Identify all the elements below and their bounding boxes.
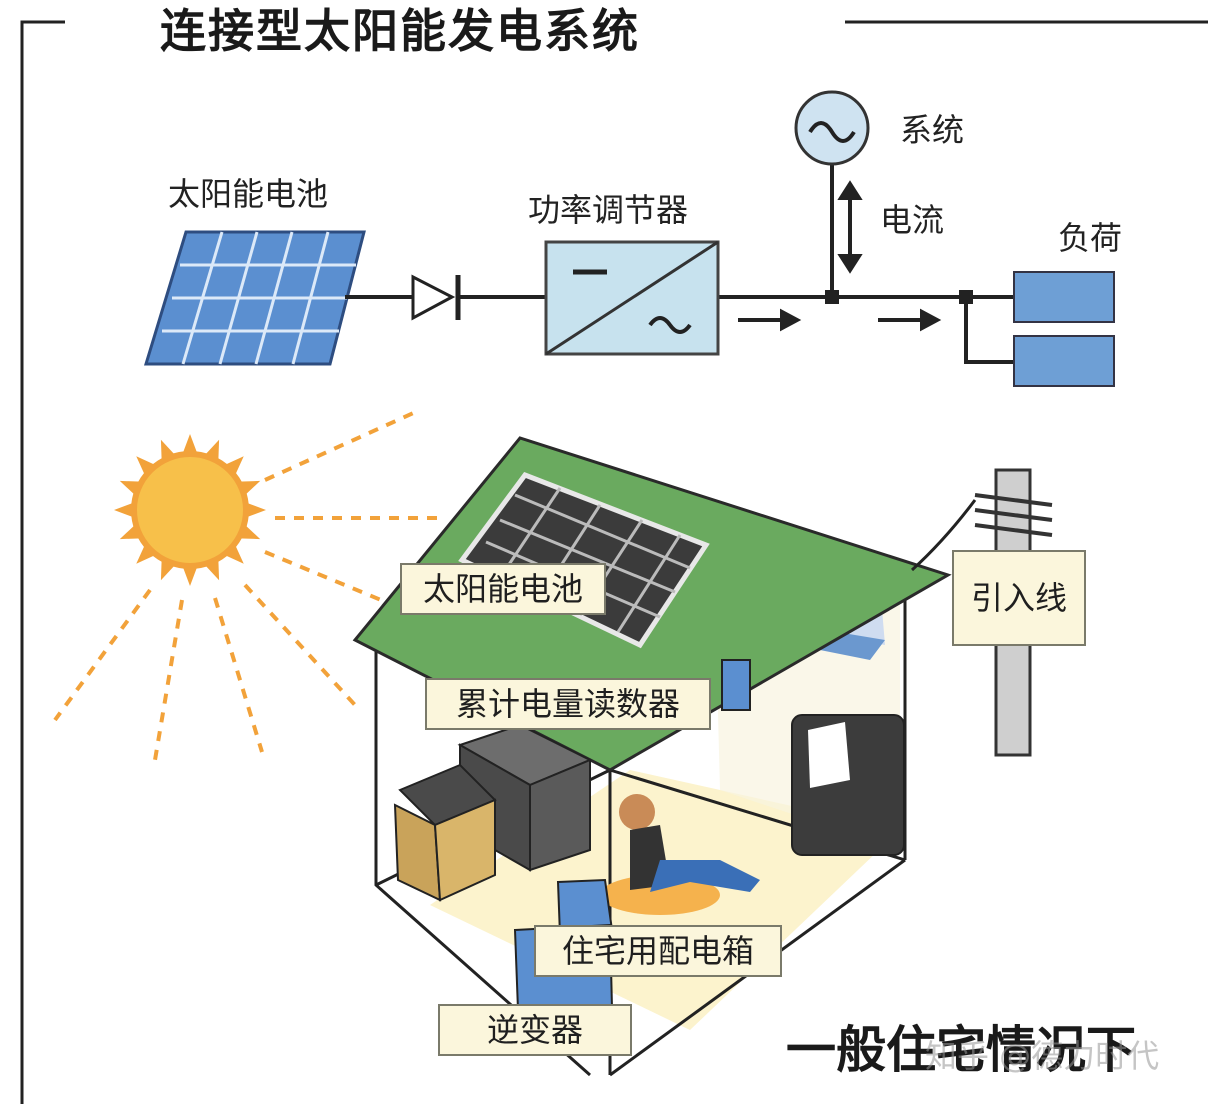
regulator-label: 功率调节器 (528, 191, 689, 229)
sun-spike (136, 456, 157, 477)
solar-cell-label: 太阳能电池 (168, 175, 329, 213)
sun-spike (182, 434, 198, 455)
inverter-tag: 逆变器 (438, 1004, 632, 1056)
sun-spike (182, 565, 198, 586)
grid-label: 系统 (900, 111, 965, 149)
distribution-box-tag: 住宅用配电箱 (534, 925, 782, 977)
sun-spike (223, 543, 244, 564)
sun-spike (223, 456, 244, 477)
roof-solar-cell-tag: 太阳能电池 (400, 563, 606, 615)
frame (20, 20, 1208, 1104)
diode-icon (411, 274, 461, 321)
arrow-right-icon (878, 308, 942, 332)
tv-icon (791, 714, 905, 856)
ac-source-icon (794, 90, 870, 166)
power-regulator-icon (544, 240, 720, 356)
solar-panel-icon (143, 230, 366, 366)
footer-caption: 一般住宅情况下 (786, 1021, 1136, 1079)
double-arrow-icon (837, 180, 863, 274)
current-label: 电流 (880, 201, 945, 239)
sun-rays (53, 408, 440, 761)
sun-spike (245, 502, 266, 518)
load-box (1013, 271, 1115, 323)
load-label: 负荷 (1058, 219, 1123, 257)
junction-dot (825, 290, 839, 304)
diagram-title: 连接型太阳能发电系统 (160, 4, 640, 58)
meter-tag: 累计电量读数器 (425, 678, 711, 730)
house (352, 436, 977, 1077)
box-icon (393, 763, 497, 902)
service-line-tag: 引入线 (952, 550, 1086, 646)
arrow-right-icon (738, 308, 802, 332)
junction-dot (959, 290, 973, 304)
load-box (1013, 335, 1115, 387)
watermark: 知乎 @德力时代 (925, 1037, 1160, 1075)
meter-icon (721, 659, 751, 711)
sun-spike (136, 543, 157, 564)
person-icon (600, 794, 760, 915)
sun-spike (114, 502, 135, 518)
sun-icon (114, 434, 266, 586)
